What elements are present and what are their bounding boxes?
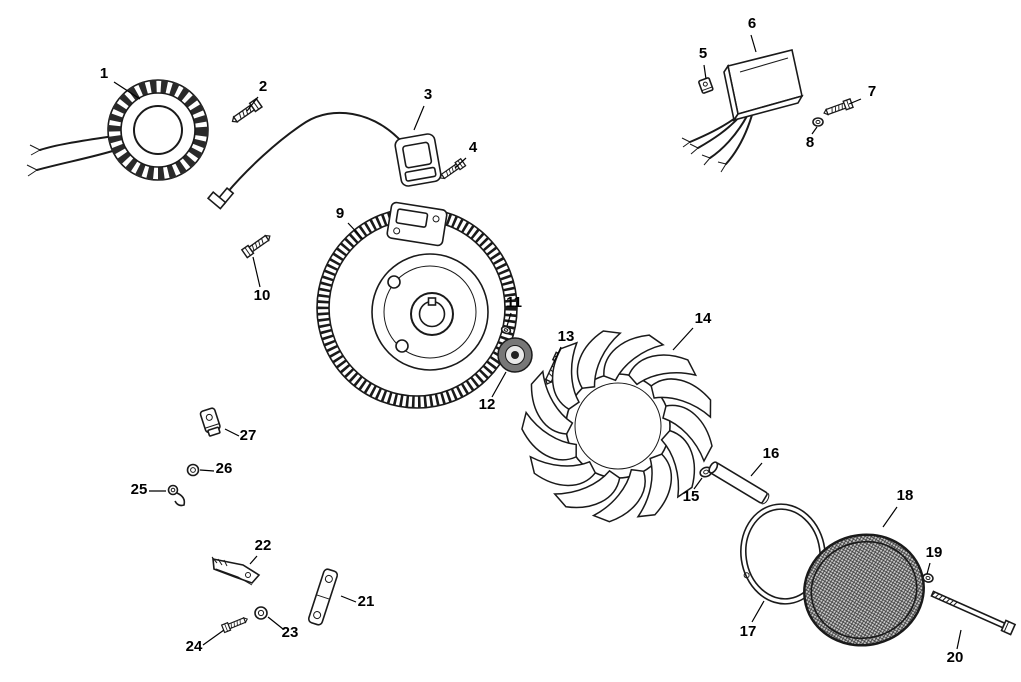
callout-labels: 1 2 3 4 5 6 7 8 9 10 11 12 13 14 15 16 1… xyxy=(100,15,964,666)
leader-line-6 xyxy=(750,34,757,53)
leader-line-23 xyxy=(267,616,284,630)
leader-line-1 xyxy=(113,81,141,100)
leader-line-21 xyxy=(340,595,357,603)
part-label-20: 20 xyxy=(947,649,964,666)
part-label-4: 4 xyxy=(469,139,478,156)
leader-line-19 xyxy=(926,562,931,575)
part-label-15: 15 xyxy=(683,488,700,505)
part-label-10: 10 xyxy=(254,287,271,304)
part-label-17: 17 xyxy=(740,623,757,640)
leader-line-26 xyxy=(199,469,215,472)
wire-fork xyxy=(681,137,727,173)
keyway xyxy=(427,297,437,306)
screw-24 xyxy=(221,614,250,634)
clamp-22 xyxy=(211,556,261,586)
part-label-27: 27 xyxy=(240,427,257,444)
bracket-21 xyxy=(307,568,339,626)
bolt-20 xyxy=(930,590,1017,636)
part-label-9: 9 xyxy=(336,205,344,222)
spark-plug-wire xyxy=(225,111,403,195)
debris-screen xyxy=(803,533,925,647)
leader-line-16 xyxy=(750,462,763,477)
clip-27 xyxy=(199,407,221,437)
part-label-25: 25 xyxy=(131,481,148,498)
leader-line-4 xyxy=(454,157,467,169)
leader-line-11 xyxy=(506,312,512,327)
leader-line-7 xyxy=(848,98,862,105)
leader-line-22 xyxy=(249,555,258,565)
washer-26 xyxy=(186,463,200,477)
cooling-fan xyxy=(517,324,719,525)
washer-19 xyxy=(922,573,934,583)
pin-16 xyxy=(708,461,770,505)
leader-line-24 xyxy=(202,629,225,646)
screw-2 xyxy=(228,97,263,127)
leader-line-17 xyxy=(751,600,765,623)
leader-lines xyxy=(113,34,962,650)
part-label-24: 24 xyxy=(186,638,203,655)
part-label-12: 12 xyxy=(479,396,496,413)
wire-fork xyxy=(26,164,38,177)
part-label-3: 3 xyxy=(424,86,432,103)
leader-line-10 xyxy=(252,256,261,288)
leader-line-14 xyxy=(672,327,694,351)
leader-line-5 xyxy=(703,64,707,80)
stud-10 xyxy=(241,231,274,259)
trigger-module xyxy=(386,201,448,247)
leader-line-18 xyxy=(882,506,898,528)
wire-fork xyxy=(29,144,41,156)
leader-line-12 xyxy=(491,371,507,398)
flywheel-hole xyxy=(387,275,401,289)
part-label-26: 26 xyxy=(216,460,233,477)
part-label-23: 23 xyxy=(282,624,299,641)
leader-line-8 xyxy=(811,126,818,135)
part-label-16: 16 xyxy=(763,445,780,462)
clip-25 xyxy=(167,484,186,507)
screw-7 xyxy=(821,98,854,118)
part-label-2: 2 xyxy=(259,78,267,95)
leader-line-20 xyxy=(956,629,962,650)
part-label-13: 13 xyxy=(558,328,575,345)
washer-11 xyxy=(500,325,512,335)
leader-line-27 xyxy=(224,428,240,437)
spark-plug-boot xyxy=(206,186,235,210)
part-label-22: 22 xyxy=(255,537,272,554)
part-label-8: 8 xyxy=(806,134,814,151)
flywheel-hole xyxy=(395,339,409,353)
part-label-1: 1 xyxy=(100,65,108,82)
clip-5 xyxy=(698,77,714,94)
leader-line-3 xyxy=(413,105,425,131)
spacer-12 xyxy=(497,337,533,373)
part-label-6: 6 xyxy=(748,15,756,32)
part-label-21: 21 xyxy=(358,593,375,610)
washer-8 xyxy=(812,117,824,127)
part-label-14: 14 xyxy=(695,310,712,327)
leader-line-9 xyxy=(347,222,364,240)
flywheel xyxy=(316,201,518,409)
rectifier-module xyxy=(681,49,804,173)
washer-23 xyxy=(254,606,268,620)
stator xyxy=(26,79,209,181)
leader-line-2 xyxy=(246,96,259,112)
part-label-19: 19 xyxy=(926,544,943,561)
ignition-coil xyxy=(394,133,442,187)
part-label-7: 7 xyxy=(868,83,876,100)
part-label-18: 18 xyxy=(897,487,914,504)
part-label-5: 5 xyxy=(699,45,707,62)
part-label-11: 11 xyxy=(506,294,522,311)
leader-line-15 xyxy=(693,477,703,490)
leader-line-13 xyxy=(553,346,562,363)
